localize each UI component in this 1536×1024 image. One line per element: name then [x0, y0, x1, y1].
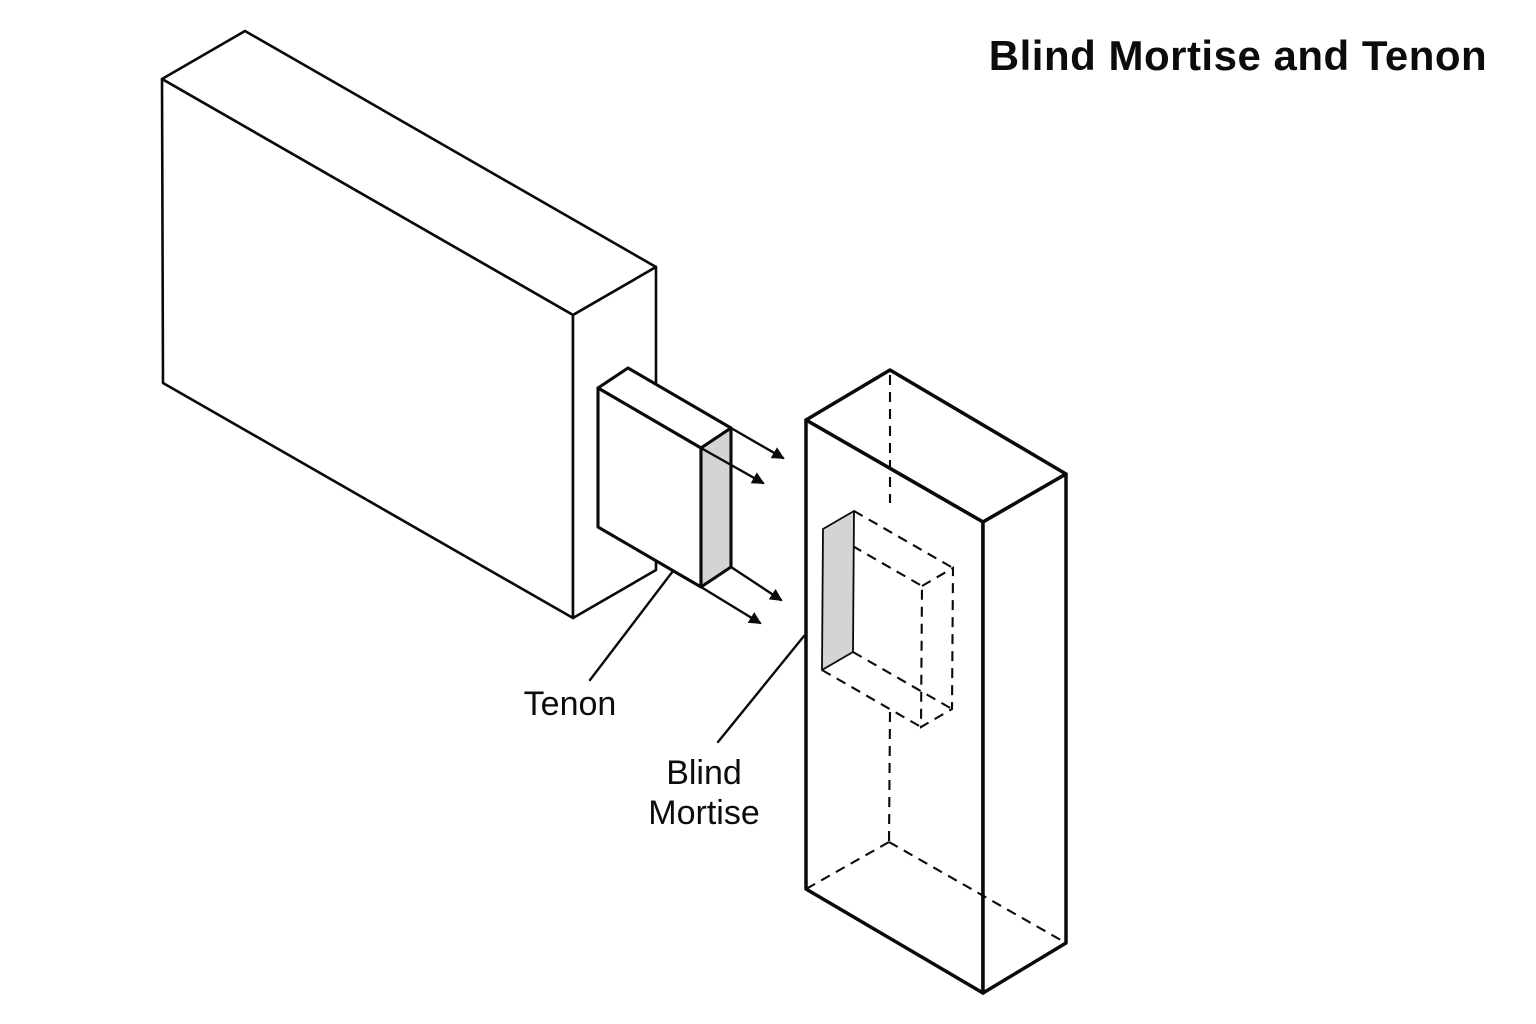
page-title: Blind Mortise and Tenon	[988, 32, 1488, 79]
blind-mortise-label: Blind Mortise	[648, 753, 759, 833]
post-front-face	[804, 418, 985, 995]
insertion-arrows	[699, 426, 785, 625]
insertion-arrow-icon	[699, 585, 762, 625]
blind-mortise-label-line1: Blind	[666, 754, 742, 792]
post-back-edge-lower	[887, 711, 892, 843]
insertion-arrow-icon	[729, 426, 785, 460]
insertion-arrow-icon	[729, 565, 783, 602]
pocket-bottom-left-edge	[821, 669, 922, 728]
tenon-leader-line	[588, 569, 675, 682]
blind-mortise-leader-line	[716, 634, 806, 744]
mortise-opening	[821, 510, 855, 671]
blind-mortise-label-line2: Mortise	[648, 794, 760, 832]
rail-board	[160, 29, 658, 620]
post	[804, 368, 1068, 995]
pocket-bottom-right-edge	[852, 651, 953, 710]
insertion-arrow-icon	[699, 446, 765, 485]
post-hidden-edges	[805, 375, 1067, 944]
pocket-far-face	[919, 566, 955, 729]
pocket-top-right-edge	[853, 510, 954, 569]
post-side-face	[981, 472, 1068, 995]
tenon-label: Tenon	[523, 685, 617, 723]
leader-lines	[588, 569, 806, 744]
